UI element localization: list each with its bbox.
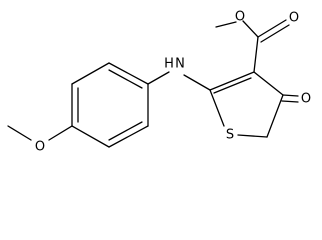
molecular-structure-diagram: O O H N O S O — [7, 10, 311, 155]
bond-carbonyl-c-o-1 — [257, 19, 287, 38]
bond-c3-c4 — [253, 71, 284, 96]
bond-methyl-ester-o — [215, 21, 237, 28]
bond-aryl-2 — [71, 62, 110, 85]
bond-aryl-inner-1 — [108, 69, 143, 89]
atom-amine-nitrogen: N — [175, 57, 185, 72]
bond-aryl-1 — [108, 62, 149, 85]
bond-ketone-1 — [282, 94, 299, 97]
bond-carbonyl-c-o-2 — [260, 24, 290, 43]
bond-aryl-methoxy-o — [48, 125, 73, 141]
bond-c3-c2-1 — [209, 71, 255, 91]
bond-ketone-2 — [281, 100, 299, 103]
bond-c5-s — [237, 134, 268, 138]
atom-amine-hydrogen: H — [164, 57, 174, 72]
bond-c4-c5 — [266, 94, 284, 138]
bond-aryl-4 — [71, 125, 110, 148]
bond-s-c2 — [209, 89, 225, 127]
bond-aryl-inner-3 — [108, 121, 143, 141]
bond-methoxy-o-ch3 — [7, 125, 32, 141]
bond-c3-c2-2 — [213, 77, 252, 94]
bond-c2-nh — [183, 74, 211, 91]
bond-nh-aryl — [147, 71, 170, 85]
atom-methoxy-oxygen: O — [35, 140, 45, 155]
atom-ester-ether-oxygen: O — [235, 10, 245, 25]
atom-labels: O O H N O S O — [35, 10, 311, 155]
bond-lines — [7, 19, 299, 148]
atom-ring-sulfur: S — [226, 128, 234, 143]
atom-ketone-oxygen: O — [301, 92, 311, 107]
bond-carbonyl-c-ring-c3 — [253, 36, 259, 73]
bond-aryl-5 — [108, 125, 149, 148]
atom-ester-carbonyl-oxygen: O — [289, 11, 299, 26]
bond-ester-o-carbonyl-c — [242, 20, 259, 38]
